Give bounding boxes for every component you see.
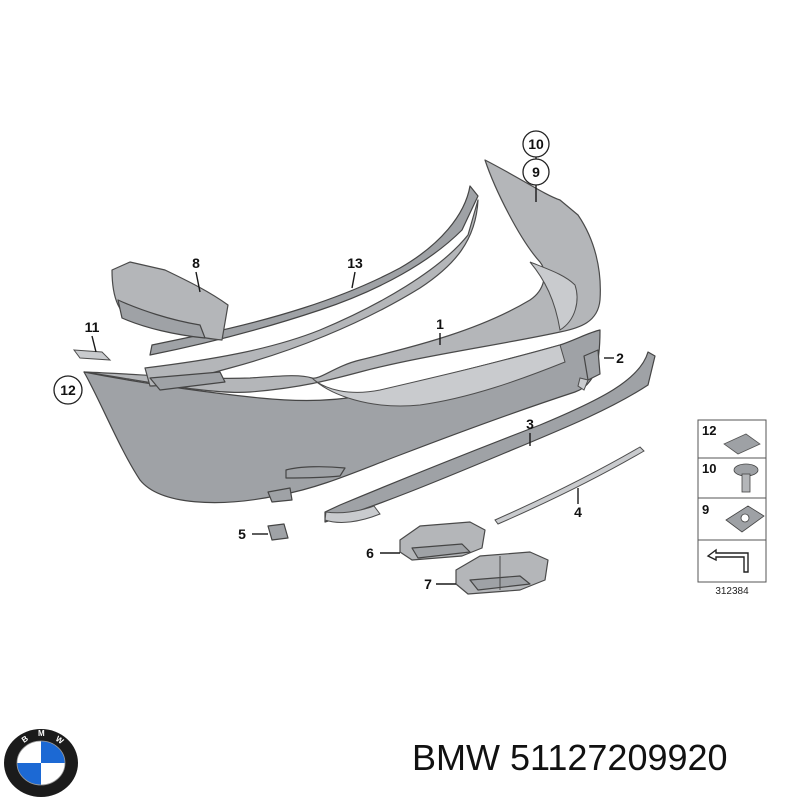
exhaust-tip-left: [399, 521, 486, 561]
callout-3: 3: [526, 416, 534, 432]
rivet-clip-icon: [733, 463, 759, 493]
callout-4: 4: [574, 504, 582, 520]
exhaust-tip-right: [455, 551, 549, 595]
pad-icon: [723, 433, 761, 455]
bracket-pin: [577, 377, 589, 391]
logo-letter-b: B: [20, 734, 30, 745]
callout-1: 1: [436, 316, 444, 332]
diffuser-trim: [324, 351, 656, 523]
legend-cell-arrow: [697, 539, 767, 583]
parts-legend: 12 10 9 312384: [697, 419, 767, 597]
diagram-reference: 312384: [715, 586, 749, 597]
callout-13: 13: [347, 255, 363, 271]
diffuser-lip: [324, 505, 381, 523]
spring-nut-icon: [725, 505, 765, 533]
trim-strip: [494, 446, 645, 525]
callout-circle-10: [522, 130, 550, 158]
callout-circle-12: [53, 375, 83, 405]
legend-label-9: 9: [702, 502, 709, 517]
callout-7: 7: [424, 576, 432, 592]
mount-bracket: [583, 349, 601, 381]
bmw-logo: B M W: [4, 729, 78, 797]
orientation-arrow-icon: [706, 548, 749, 573]
bumper-cover: [83, 159, 601, 504]
callout-circle-9: [522, 158, 550, 186]
legend-cell-12: [697, 419, 767, 459]
callout-11: 11: [85, 319, 100, 335]
callout-12: 12: [60, 382, 76, 398]
callout-6: 6: [366, 545, 374, 561]
legend-cell-10: [697, 457, 767, 499]
side-bracket: [111, 261, 229, 341]
callout-10: 10: [528, 136, 544, 152]
callout-9: 9: [532, 164, 540, 180]
brand-part-number: BMW 51127209920: [412, 737, 728, 779]
brand-name: BMW: [412, 737, 500, 778]
callout-2: 2: [616, 350, 624, 366]
part-number: 51127209920: [510, 737, 728, 778]
callout-labels: 10 9 12 13 8 11 1 2 3 4 5 6 7: [53, 130, 624, 592]
clip-part: [267, 523, 289, 541]
callout-8: 8: [192, 255, 200, 271]
bumper-carrier: [144, 185, 479, 391]
logo-letter-w: W: [54, 734, 66, 746]
callout-5: 5: [238, 526, 246, 542]
legend-label-12: 12: [702, 423, 716, 438]
logo-letter-m: M: [38, 729, 45, 738]
trim-clip: [72, 349, 112, 361]
legend-label-10: 10: [702, 461, 716, 476]
